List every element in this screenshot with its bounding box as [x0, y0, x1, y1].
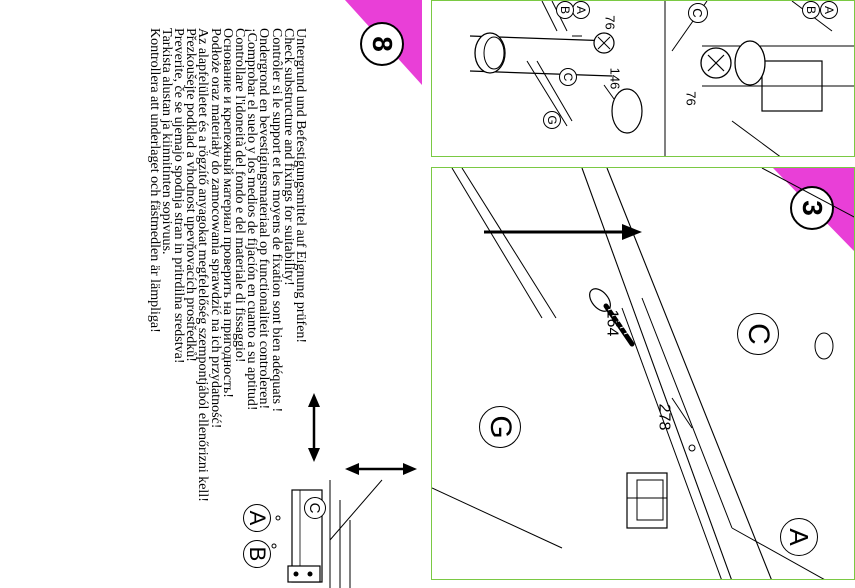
- part-number-278: 278: [655, 403, 673, 431]
- screw-detail-drawing: [469, 1, 854, 156]
- part-label-a: A: [243, 504, 271, 532]
- part-label-a: A: [780, 518, 818, 556]
- part-number-164: 164: [603, 309, 621, 337]
- part-label-c: C: [559, 68, 577, 86]
- part-label-b: B: [802, 1, 820, 19]
- part-label-c: C: [304, 497, 326, 519]
- part-number-76: 76: [683, 91, 699, 106]
- step-8-drawing: [249, 393, 417, 588]
- detail-panel: A B C G 76 146 C A B 76: [431, 0, 855, 157]
- part-label-b: B: [556, 1, 574, 19]
- part-label-a: A: [572, 1, 590, 19]
- part-label-g: G: [543, 111, 561, 129]
- part-label-c: C: [737, 313, 779, 355]
- step-3-panel: 3 C G A 164 278: [431, 167, 855, 580]
- part-number-146: 146: [607, 67, 623, 90]
- part-label-a: A: [820, 1, 838, 19]
- part-label-c: C: [688, 3, 708, 23]
- part-number-76: 76: [602, 15, 618, 30]
- step-8-panel: 8 Untergrund und Befestigungsmittel auf …: [0, 0, 422, 588]
- part-label-b: B: [243, 540, 271, 568]
- step-3-drawing: [432, 168, 854, 579]
- part-label-g: G: [479, 406, 521, 448]
